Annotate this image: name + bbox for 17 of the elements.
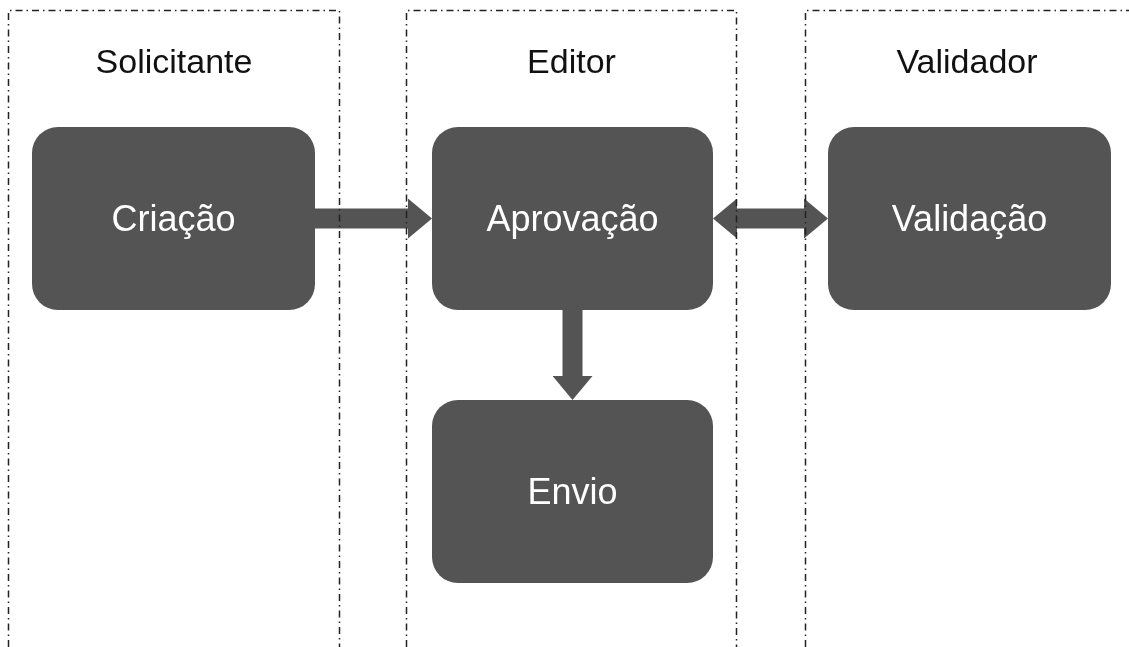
lane-heading: Solicitante — [94, 42, 254, 81]
swimlane — [8, 10, 340, 647]
block-arrow — [713, 198, 828, 239]
process-box — [432, 400, 713, 583]
lane-heading: Validador — [895, 42, 1039, 81]
process-box — [32, 127, 315, 310]
process-label: Validação — [891, 197, 1048, 240]
process-label: Envio — [527, 470, 618, 513]
block-arrow — [552, 310, 593, 400]
swimlane — [805, 10, 1129, 647]
swimlane — [406, 10, 737, 647]
lane-heading: Editor — [526, 42, 617, 81]
process-label: Criação — [111, 197, 236, 240]
process-box — [828, 127, 1111, 310]
process-label: Aprovação — [486, 197, 659, 240]
process-box — [432, 127, 713, 310]
block-arrow — [315, 198, 432, 239]
